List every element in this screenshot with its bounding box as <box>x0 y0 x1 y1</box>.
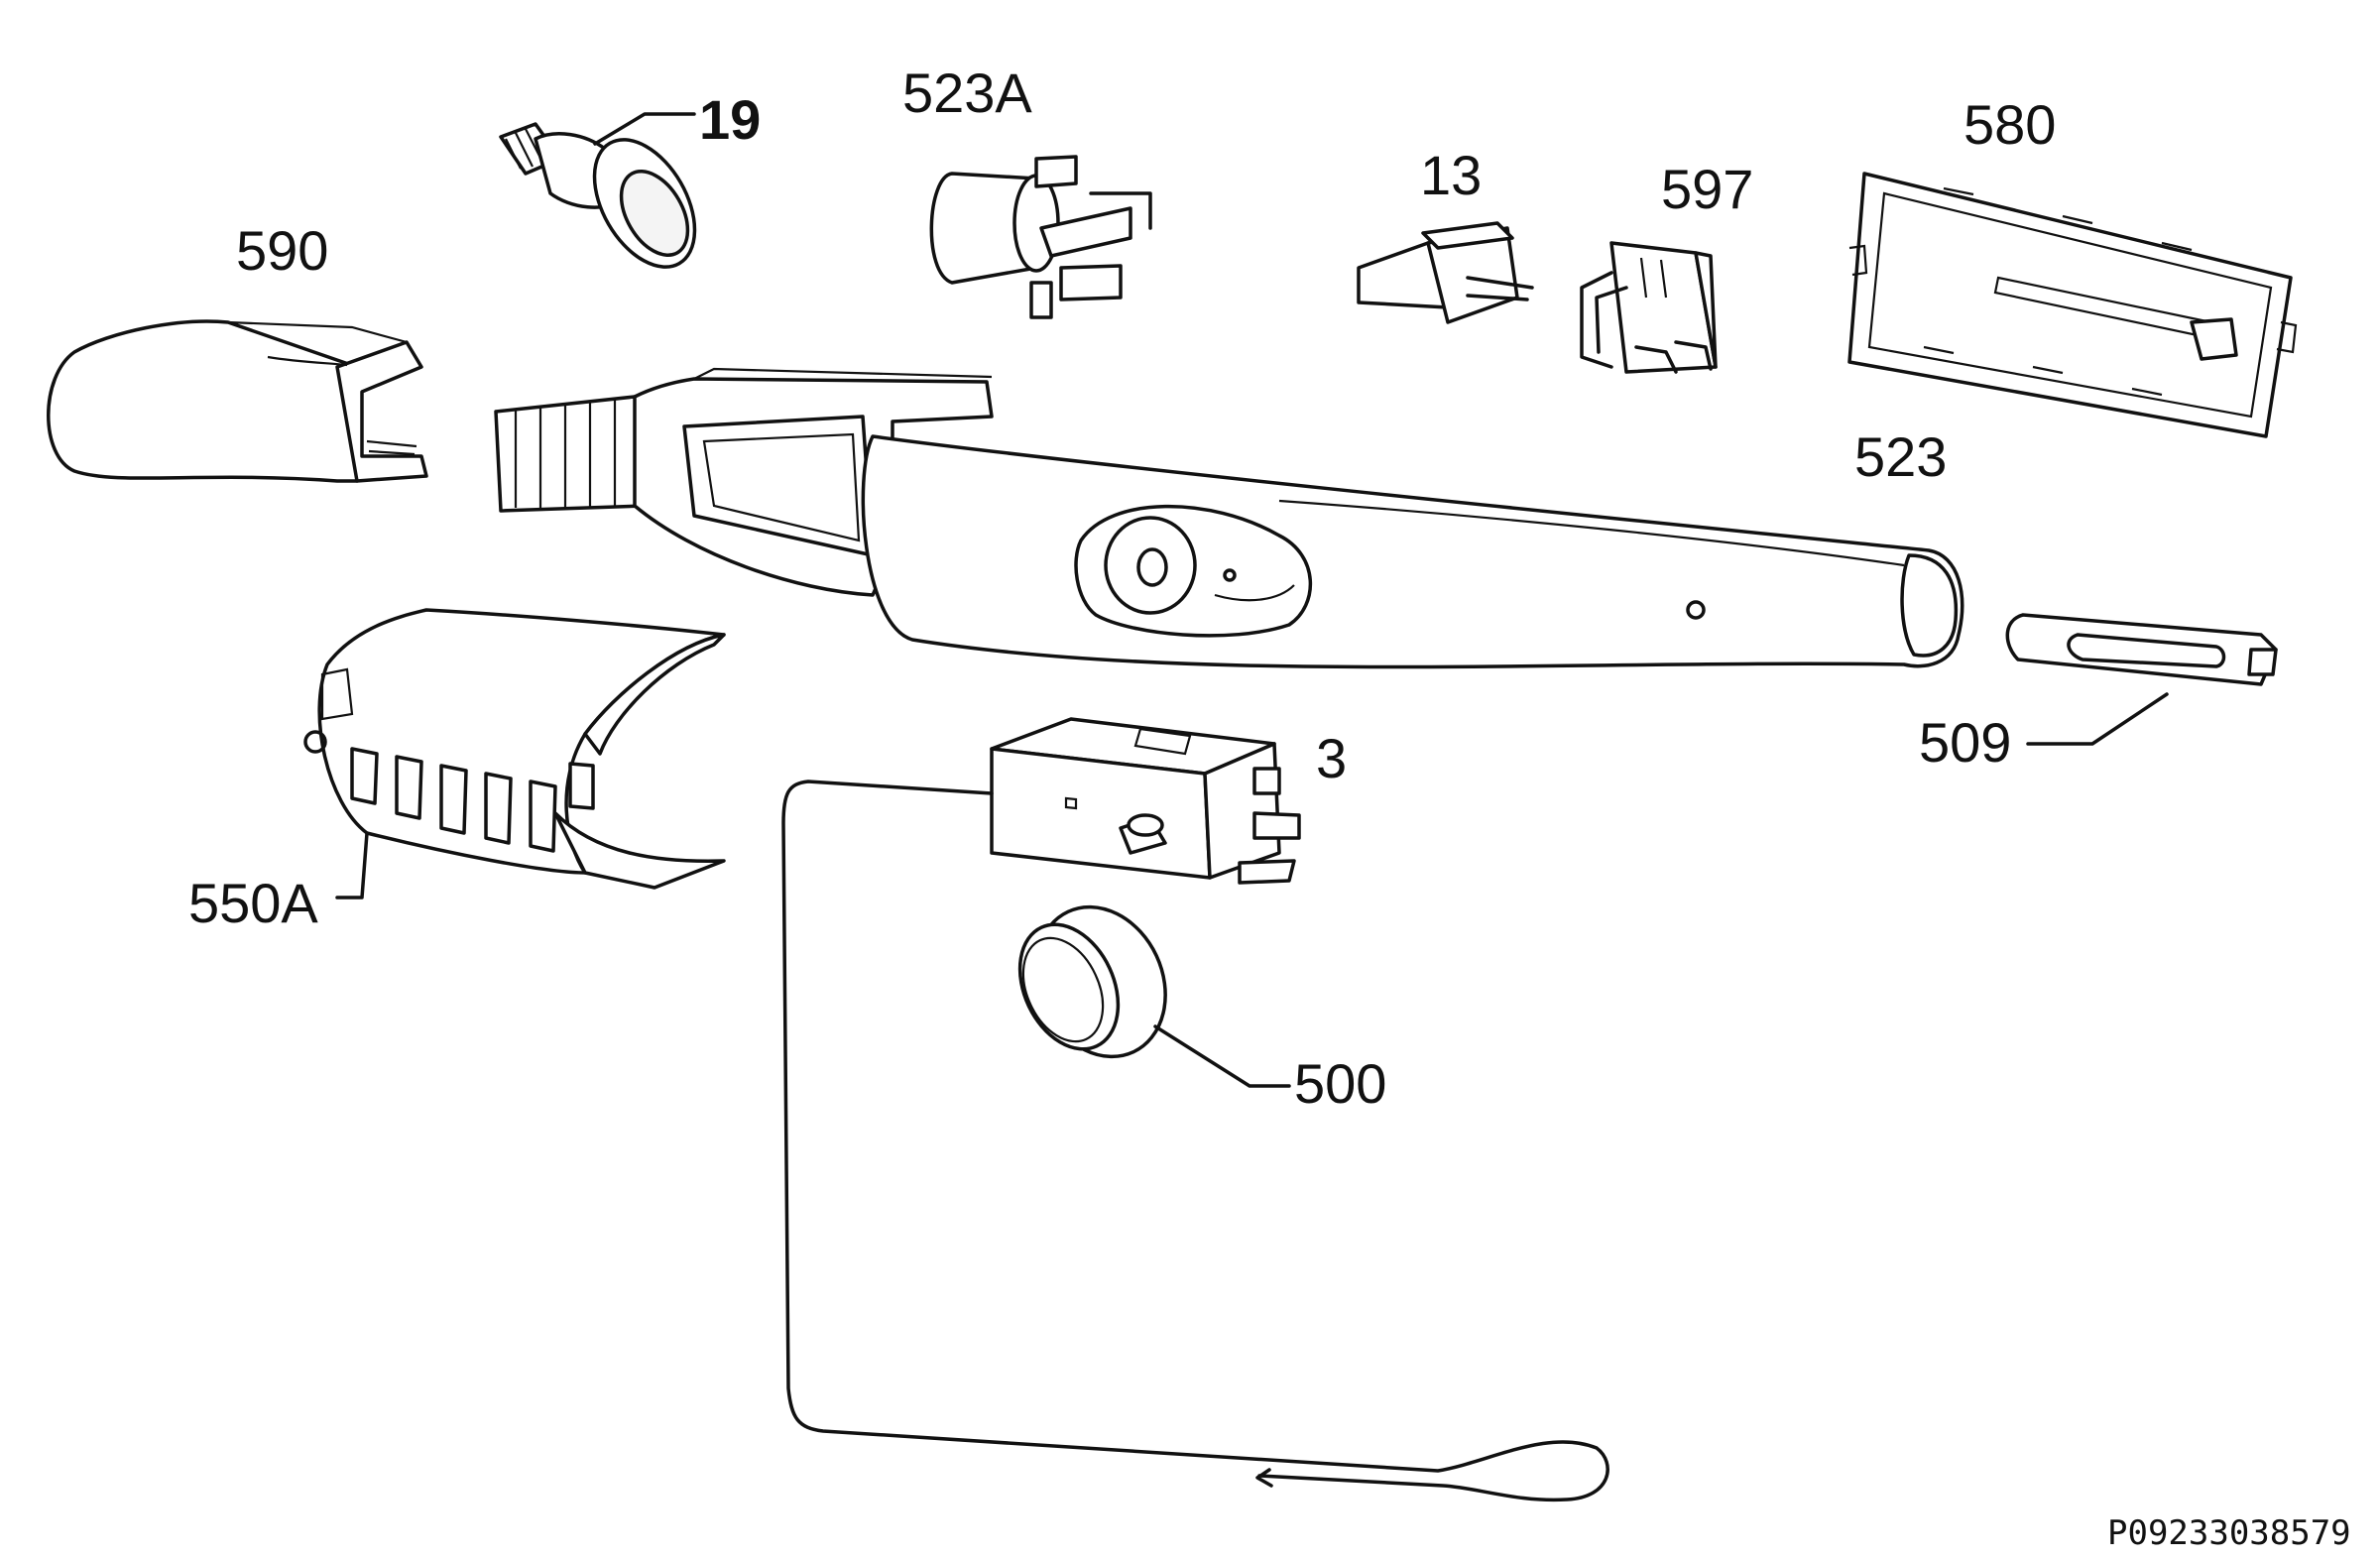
part-19-lamp-bulb <box>499 112 697 269</box>
part-523A-lamp-holder <box>929 155 1152 319</box>
label-3: 3 <box>1316 727 1347 789</box>
part-550A-grille-cover <box>303 608 726 900</box>
part-597-switch-bracket <box>1580 241 1718 374</box>
capillary-tube-end <box>1255 1468 1273 1488</box>
part-580-lamp-cover <box>1847 172 2298 438</box>
label-597: 597 <box>1661 158 1753 220</box>
part-523-lamp-housing <box>494 367 1964 669</box>
thermostat-capillary-tube <box>781 780 1609 1502</box>
part-500-knob-ring <box>1017 904 1291 1088</box>
label-550A: 550A <box>188 872 318 934</box>
label-590: 590 <box>236 219 328 282</box>
drawing-code: P09233038579 <box>2107 1513 2351 1553</box>
part-3-thermostat <box>990 717 1301 885</box>
label-580: 580 <box>1964 93 2056 156</box>
label-509: 509 <box>1919 711 2011 774</box>
label-19: 19 <box>699 88 761 151</box>
label-500: 500 <box>1294 1052 1386 1115</box>
part-13-switch <box>1357 221 1534 324</box>
label-523A: 523A <box>902 61 1032 124</box>
label-13: 13 <box>1420 144 1482 206</box>
part-590-end-cover <box>47 319 428 483</box>
part-509-end-clip <box>2005 613 2278 746</box>
label-523: 523 <box>1854 425 1947 488</box>
